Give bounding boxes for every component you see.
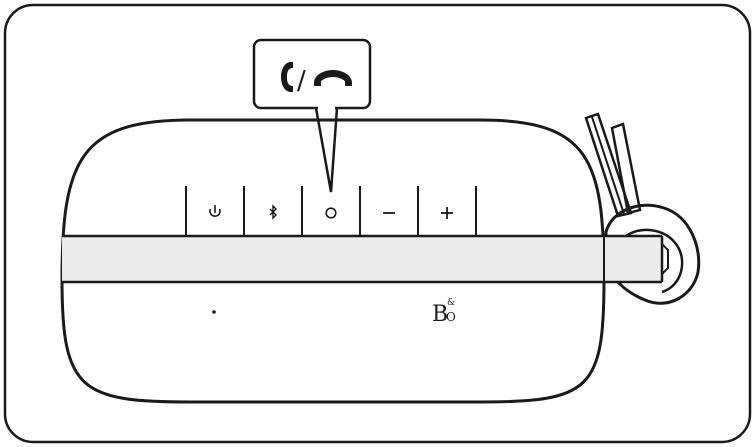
button-dividers [186, 186, 476, 236]
logo-ampersand: & [447, 298, 455, 308]
microphone-dot [212, 310, 216, 314]
logo-letter-o: O [446, 310, 456, 324]
diagram-frame [5, 5, 750, 442]
call-button[interactable] [326, 208, 336, 218]
power-icon [210, 205, 220, 216]
callout-separator: / [297, 66, 306, 96]
phone-hangup-icon [314, 70, 352, 86]
circle-button-icon [326, 208, 336, 218]
volume-up-button[interactable] [441, 207, 453, 219]
power-button[interactable] [210, 205, 220, 216]
call-callout: / [254, 40, 370, 192]
bluetooth-icon [270, 206, 276, 218]
phone-answer-icon [281, 62, 293, 92]
bluetooth-button[interactable] [270, 206, 276, 218]
plus-icon [441, 207, 453, 219]
callout-box [254, 40, 370, 108]
body-strap-band [62, 236, 668, 282]
brand-logo: B & O [432, 298, 456, 327]
